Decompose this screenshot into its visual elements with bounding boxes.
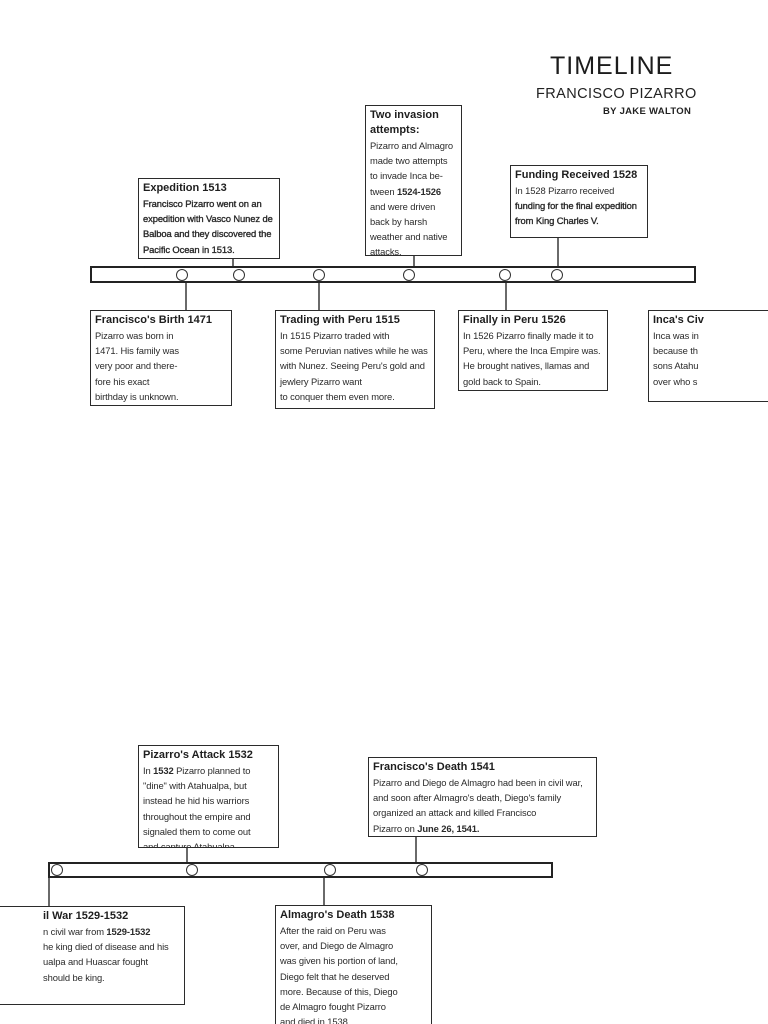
event-body: Pizarro and Diego de Almagro had been in… (373, 777, 583, 834)
event-box-pizarros-attack-1532: Pizarro's Attack 1532 In 1532 Pizarro pl… (138, 745, 279, 848)
connector-line (232, 258, 234, 267)
event-title: Inca's Civ (653, 314, 704, 326)
timeline-marker (416, 864, 428, 876)
event-box-trading-with-peru-1515: Trading with Peru 1515 In 1515 Pizarro t… (275, 310, 435, 409)
timeline-marker (176, 269, 188, 281)
timeline-marker (313, 269, 325, 281)
connector-line (505, 282, 507, 311)
event-box-franciscos-birth-1471: Francisco's Birth 1471 Pizarro was born … (90, 310, 232, 406)
timeline-marker (499, 269, 511, 281)
connector-line (318, 282, 320, 311)
event-title: il War 1529-1532 (43, 910, 129, 922)
timeline-marker (186, 864, 198, 876)
event-box-funding-received-1528: Funding Received 1528 In 1528 Pizarro re… (510, 165, 648, 238)
event-box-finally-in-peru-1526: Finally in Peru 1526 In 1526 Pizarro fin… (458, 310, 608, 391)
event-box-expedition-1513: Expedition 1513 Francisco Pizarro went o… (138, 178, 280, 259)
event-title: Funding Received 1528 (515, 169, 638, 181)
page-title: TIMELINE (550, 52, 674, 80)
event-title: Expedition 1513 (143, 182, 227, 194)
event-title: Finally in Peru 1526 (463, 314, 566, 326)
connector-line (48, 877, 50, 907)
event-box-franciscos-death-1541: Francisco's Death 1541 Pizarro and Diego… (368, 757, 597, 837)
connector-line (557, 237, 559, 267)
event-box-civil-war-1529-1532: il War 1529-1532 n civil war from 1529-1… (0, 906, 185, 1005)
event-title: Trading with Peru 1515 (280, 314, 400, 326)
event-title: Pizarro's Attack 1532 (143, 749, 253, 761)
event-title: Almagro's Death 1538 (280, 909, 395, 921)
connector-line (186, 847, 188, 863)
connector-line (413, 254, 415, 267)
connector-line (185, 282, 187, 311)
timeline-marker (551, 269, 563, 281)
event-title: Francisco's Death 1541 (373, 761, 495, 773)
timeline-marker (233, 269, 245, 281)
event-box-almagros-death-1538: Almagro's Death 1538 After the raid on P… (275, 905, 432, 1024)
connector-line (415, 836, 417, 863)
event-title: Francisco's Birth 1471 (95, 314, 212, 326)
page-byline: BY JAKE WALTON (603, 106, 692, 117)
timeline-marker (324, 864, 336, 876)
timeline-bar-bottom (48, 862, 553, 878)
connector-line (323, 877, 325, 906)
event-box-two-invasion-attempts: Two invasion attempts: Pizarro and Almag… (365, 105, 462, 256)
timeline-marker (403, 269, 415, 281)
event-body: In 1532 Pizarro planned to"dine" with At… (143, 765, 251, 848)
page-subtitle: FRANCISCO PIZARRO (536, 86, 697, 102)
timeline-marker (51, 864, 63, 876)
event-title: Two invasion attempts: (370, 109, 439, 136)
